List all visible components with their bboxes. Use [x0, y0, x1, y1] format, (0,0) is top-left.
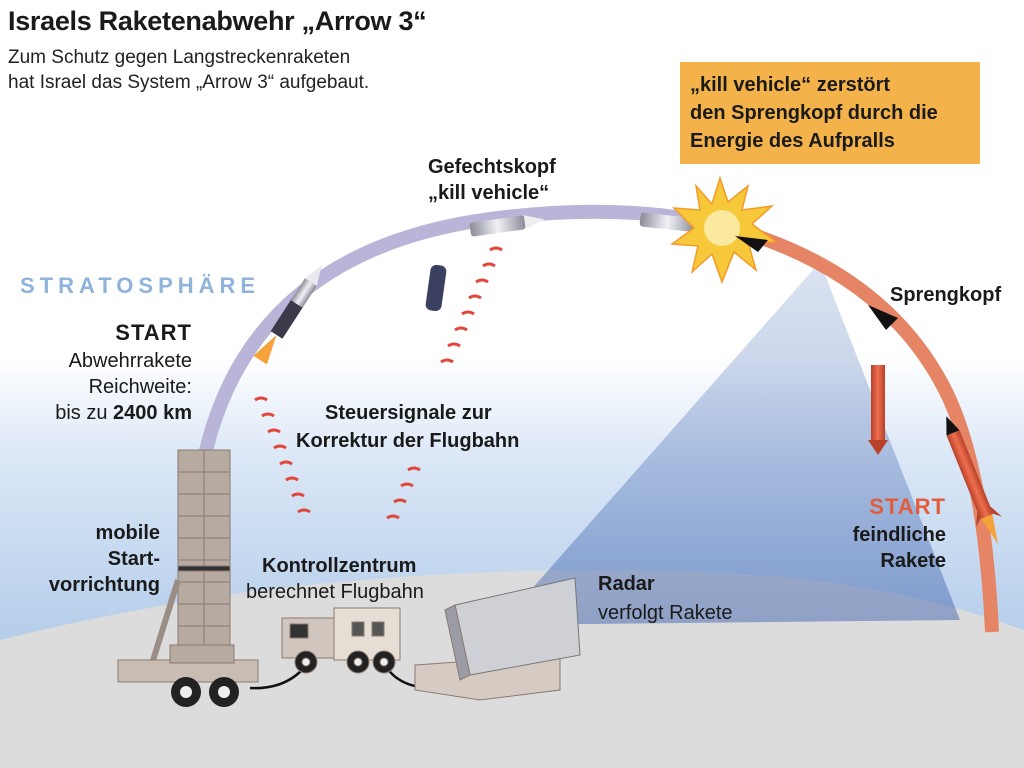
subtitle-line-2: hat Israel das System „Arrow 3“ aufgebau…	[8, 72, 370, 93]
label-gefechtskopf-2: „kill vehicle“	[428, 182, 550, 204]
callout-box: „kill vehicle“ zerstört den Sprengkopf d…	[680, 62, 980, 164]
launcher-tower	[147, 449, 231, 671]
start-defense-line-2: Reichweite:	[88, 376, 192, 398]
label-radar-sub: verfolgt Rakete	[598, 602, 733, 624]
callout-line-2: den Sprengkopf durch die	[690, 102, 938, 124]
label-stratosphere: STRATOSPHÄRE	[20, 273, 261, 298]
enemy-trajectory	[718, 218, 999, 633]
impact-core	[704, 210, 740, 246]
label-steuersignale-2: Korrektur der Flugbahn	[296, 430, 520, 452]
callout-line-3: Energie des Aufpralls	[690, 130, 895, 152]
label-mobile-launcher: mobile Start- vorrichtung	[49, 522, 160, 597]
kill-vehicle-1	[469, 215, 545, 237]
booster-stage	[425, 264, 447, 312]
callout-line-1: „kill vehicle“ zerstört	[690, 74, 891, 96]
radar-beam	[500, 262, 960, 625]
label-kontrollzentrum: Kontrollzentrum	[262, 555, 417, 577]
subtitle-line-1: Zum Schutz gegen Langstreckenraketen	[8, 47, 351, 68]
range-value: 2400 km	[113, 402, 192, 424]
page-title: Israels Raketenabwehr „Arrow 3“	[8, 6, 427, 36]
start-enemy-heading: START	[869, 494, 946, 519]
start-enemy-line-2: Rakete	[880, 550, 946, 572]
defense-trajectory	[198, 204, 722, 457]
start-enemy-line-1: feindliche	[852, 524, 946, 546]
label-kontrollzentrum-sub: berechnet Flugbahn	[246, 581, 424, 603]
label-steuersignale-1: Steuersignale zur	[325, 402, 492, 424]
signal-waves-left	[254, 396, 311, 514]
mobile-line-2: Start-	[107, 548, 160, 570]
warhead	[868, 305, 898, 330]
radar-antenna	[414, 577, 581, 701]
enemy-booster	[868, 365, 888, 455]
start-defense-line-3: bis zu 2400 km	[55, 402, 192, 425]
defense-rocket	[253, 265, 322, 365]
label-start-enemy: START feindliche Rakete	[853, 494, 946, 573]
mobile-line-1: mobile	[95, 522, 160, 544]
control-truck	[281, 607, 401, 674]
label-start-defense: START Abwehrrakete Reichweite: bis zu 24…	[55, 320, 192, 425]
label-radar: Radar	[598, 573, 655, 595]
start-defense-heading: START	[115, 320, 192, 345]
mobile-line-3: vorrichtung	[48, 574, 160, 596]
start-defense-line-1: Abwehrrakete	[68, 350, 192, 372]
signal-waves-right	[386, 246, 503, 520]
label-gefechtskopf-1: Gefechtskopf	[428, 156, 556, 178]
label-sprengkopf: Sprengkopf	[890, 284, 1002, 306]
warhead-near-impact	[735, 236, 768, 252]
range-prefix: bis zu	[55, 402, 114, 424]
launcher-truck	[117, 644, 259, 707]
enemy-rocket	[946, 416, 1002, 545]
